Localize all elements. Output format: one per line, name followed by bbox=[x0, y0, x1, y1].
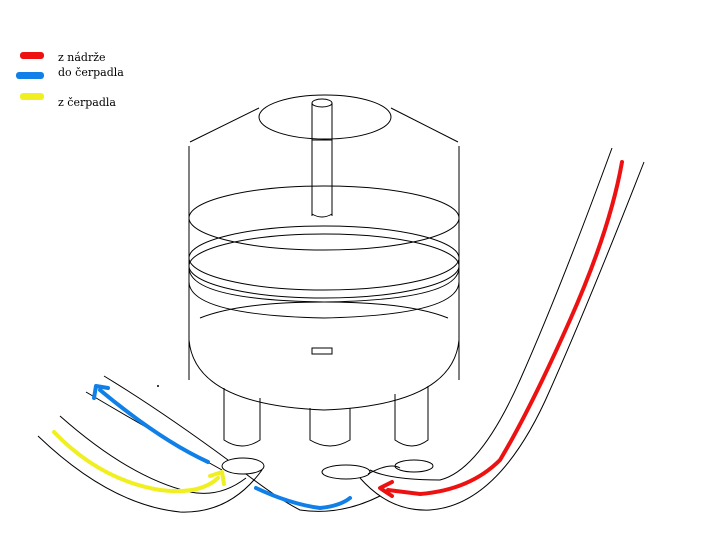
pump-lid bbox=[188, 94, 460, 380]
legend-swatch-yellow bbox=[20, 93, 44, 100]
pump-shaft bbox=[311, 98, 333, 218]
legend-label-from-pump: z čerpadla bbox=[58, 96, 116, 109]
left-pipes bbox=[37, 375, 381, 513]
flow-to-pump bbox=[92, 384, 352, 511]
flow-from-pump bbox=[52, 430, 226, 494]
pump-legs bbox=[223, 386, 429, 447]
pump-discs bbox=[188, 185, 460, 411]
legend-swatch-red bbox=[20, 52, 44, 59]
stray-dot bbox=[157, 385, 159, 387]
legend-swatch-blue bbox=[16, 72, 44, 79]
legend-label-from-tank: z nádrže bbox=[58, 51, 106, 64]
legend-label-to-pump: do čerpadla bbox=[58, 66, 124, 79]
right-pipe bbox=[321, 147, 645, 511]
flow-from-tank bbox=[378, 160, 624, 498]
